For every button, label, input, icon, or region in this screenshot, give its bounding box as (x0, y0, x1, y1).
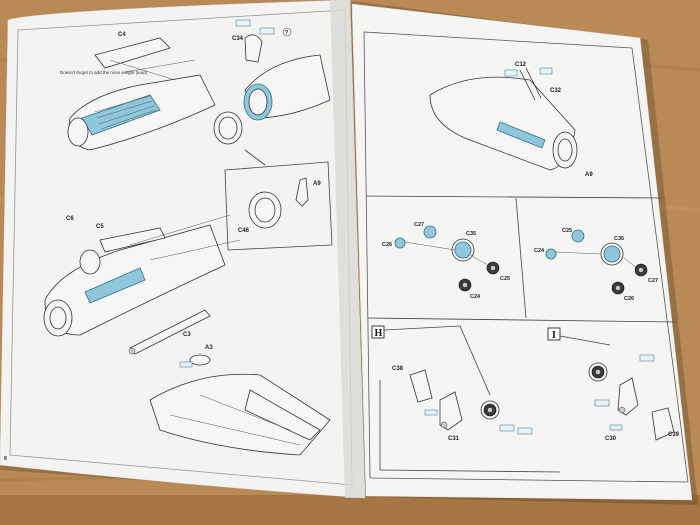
part-label-c30: C30 (605, 436, 617, 442)
lower-tail-assembly (149, 354, 331, 456)
fuselage-top-assembly (67, 37, 216, 151)
part-label-c5: C5 (96, 224, 104, 230)
page-number: 8 (4, 456, 7, 462)
part-label-c39: C39 (668, 432, 680, 438)
g-left-c26: C26 (382, 242, 392, 248)
panel-i: I (547, 327, 675, 441)
panel-i-letter: I (552, 330, 556, 341)
g-right-c24: C24 (534, 248, 545, 254)
part-label-c4: C4 (118, 32, 126, 38)
part-label-c46: C46 (238, 228, 250, 234)
g-right-c26: C26 (624, 296, 634, 302)
right-page (351, 3, 693, 501)
part-label-a3: A3 (205, 345, 213, 351)
g-left-c35: C35 (466, 231, 476, 237)
part-label-c31: C31 (448, 436, 460, 442)
g-right-c27: C27 (648, 278, 658, 284)
part-label-c3: C3 (183, 332, 191, 338)
part-label-a9-left: A9 (313, 181, 321, 187)
g-right-c35: C35 (614, 236, 624, 242)
wheel-group-right (545, 229, 648, 295)
gun-barrel-part (128, 309, 211, 355)
svg-text:?: ? (285, 31, 289, 37)
wheel-group-left (394, 225, 500, 292)
g-left-c25: C25 (500, 276, 510, 282)
part-label-c34: C34 (232, 36, 244, 42)
fuselage-middle-assembly (43, 214, 241, 337)
detail-callout-box (224, 149, 333, 251)
nose-weight-note: Doesn't forget to add the nose weight (l… (60, 70, 148, 75)
nose-assembly-right (429, 67, 578, 171)
part-label-c38: C38 (392, 366, 404, 372)
part-label-c32: C32 (550, 88, 562, 94)
part-label-c6: C6 (66, 216, 74, 222)
g-left-c24: C24 (470, 294, 481, 300)
intake-assembly-top: ? (213, 19, 331, 145)
panel-h-letter: H (375, 328, 383, 339)
g-left-c27: C27 (414, 222, 424, 228)
part-label-c12: C12 (515, 62, 527, 68)
g-right-c25: C25 (562, 228, 572, 234)
part-label-a9-right: A9 (585, 172, 593, 178)
panel-h: H (371, 325, 561, 473)
